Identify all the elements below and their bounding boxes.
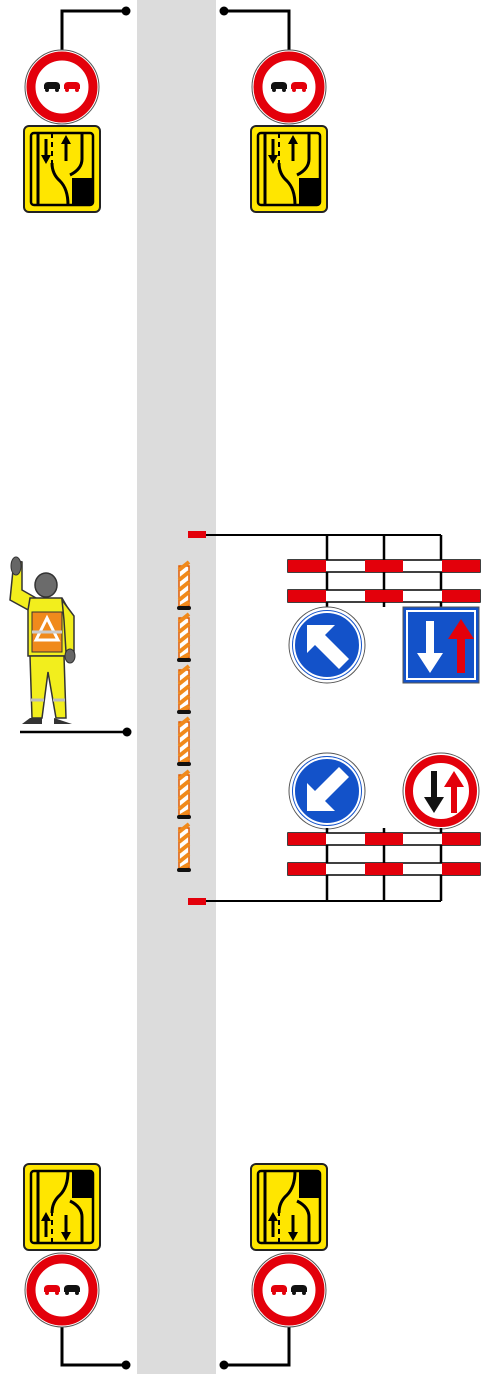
barrier-icon: [287, 832, 481, 846]
top-left-sign-assembly: [22, 6, 131, 214]
barrier-icon: [287, 589, 481, 603]
priority-over-oncoming-icon: [402, 606, 480, 684]
keep-left-icon: [288, 606, 366, 684]
lane-shift-left-icon: [22, 1162, 102, 1252]
no-overtaking-icon: [25, 50, 99, 124]
traffic-beacon-icon: [175, 822, 193, 874]
end-no-overtaking-icon: [252, 1253, 326, 1327]
traffic-beacon-icon: [175, 664, 193, 716]
barrier-icon: [287, 559, 481, 573]
work-zone-lower: [188, 828, 481, 905]
lane-shift-right-icon: [22, 124, 102, 214]
no-overtaking-icon: [252, 50, 326, 124]
traffic-controller-icon: [9, 556, 132, 737]
road-surface: [137, 0, 216, 1374]
traffic-beacon-icon: [175, 612, 193, 664]
end-no-overtaking-icon: [25, 1253, 99, 1327]
top-right-sign-assembly: [219, 6, 329, 214]
bottom-right-sign-assembly: [219, 1162, 329, 1370]
lane-shift-left-icon: [249, 1162, 329, 1252]
yield-to-oncoming-icon: [402, 752, 480, 830]
traffic-beacon-icon: [175, 560, 193, 612]
lane-shift-right-icon: [249, 124, 329, 214]
traffic-beacon-icon: [175, 769, 193, 821]
barrier-icon: [287, 862, 481, 876]
work-zone-upper: [188, 531, 481, 607]
bottom-left-sign-assembly: [22, 1162, 131, 1370]
keep-right-icon: [288, 752, 366, 830]
traffic-beacon-icon: [175, 716, 193, 768]
